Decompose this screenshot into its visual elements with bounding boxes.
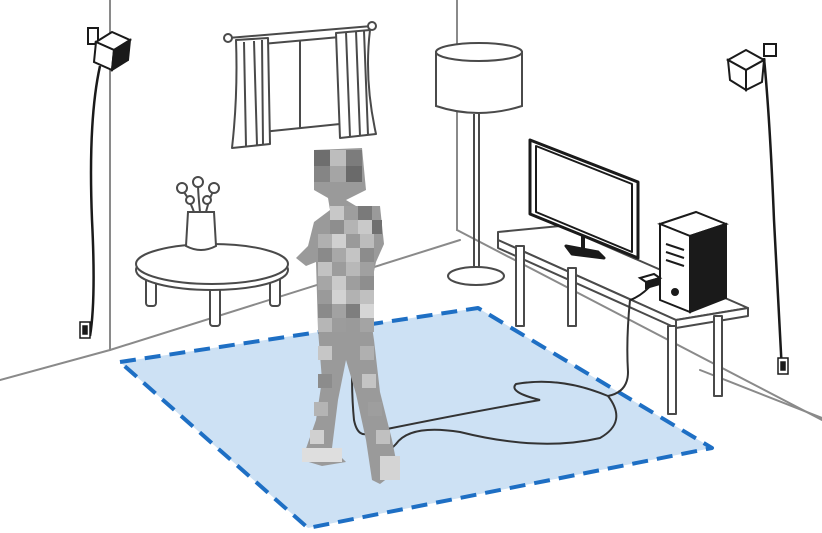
base-station-right [728, 44, 782, 372]
power-outlet-right [778, 358, 788, 374]
pc-tower [660, 212, 726, 312]
play-area [120, 308, 712, 528]
window-with-curtains [224, 22, 376, 148]
power-outlet-left [80, 322, 90, 338]
side-table-with-vase [136, 177, 288, 326]
